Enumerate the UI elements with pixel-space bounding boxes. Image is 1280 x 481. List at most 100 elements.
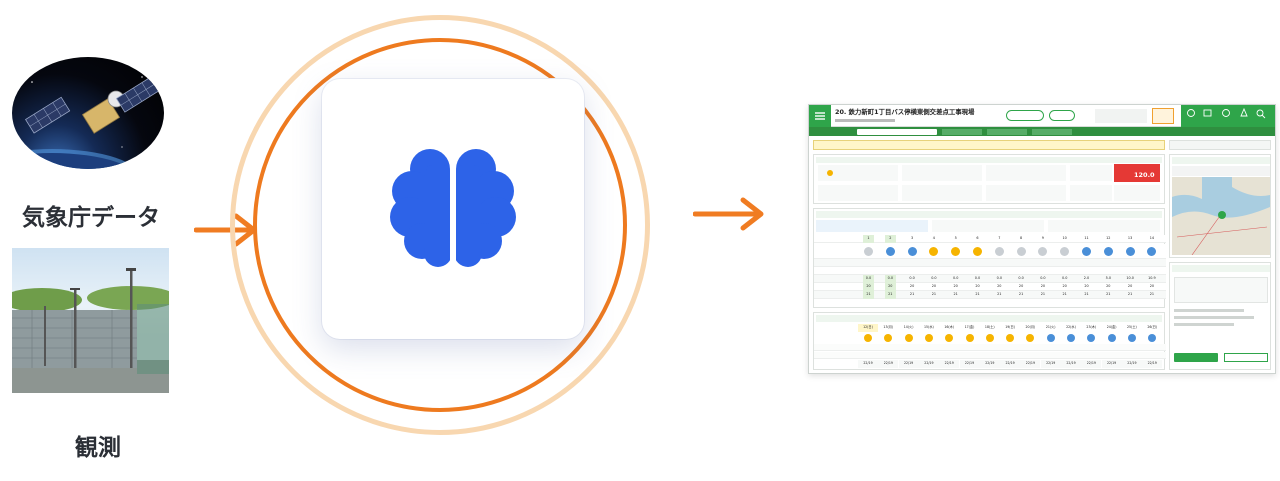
umbrella-icon [1087,334,1096,342]
weekday-cell: 21(火) [1040,324,1061,332]
weekday-cell: 17(金) [959,324,980,332]
value-cell: 0.0 [952,276,959,280]
dashboard-nav [1181,105,1275,127]
sun-icon [985,334,994,342]
weekly-temp-cell: 22/19 [1040,360,1061,368]
value-cell: 20 [931,284,937,288]
weekday-cell: 16(木) [939,324,960,332]
report-panel [1169,262,1271,370]
weekly-temp-cell: 22/19 [858,360,878,368]
cloud-icon [1060,247,1070,256]
radar-panel [1169,154,1271,258]
value-cell: 20 [1018,284,1024,288]
dashboard-title: 20. 鉄力新町1丁目バス停横東側交差点工事現場 [835,108,975,116]
value-cell: 20 [953,284,958,288]
hour-cell: 6 [976,236,979,240]
value-cell: 21 [1149,292,1155,296]
value-cell: 21 [863,291,874,299]
current-conditions-panel: 120.0 [813,154,1165,204]
hour-cell: 5 [954,236,957,240]
hour-cell: 1 [863,235,874,243]
hour-cell: 10 [1062,236,1067,240]
hourly-row [814,244,1166,259]
weekly-temp-cell: 22/19 [979,360,1000,368]
umbrella-icon [1147,247,1157,256]
outer-ring [230,15,650,435]
weekly-temp-cell: 22/19 [939,360,960,368]
weekday-cell: 25(土) [1121,324,1142,332]
umbrella-icon [1046,334,1055,342]
hour-cell: 14 [1149,236,1155,240]
weekly-temp-cell: 22/19 [1101,360,1122,368]
sun-icon [884,334,893,342]
value-cell: 21 [975,292,980,296]
value-cell: 21 [953,292,958,296]
value-cell: 0.0 [931,276,937,280]
hour-cell: 9 [1041,236,1044,240]
value-cell: 0.0 [1061,276,1068,280]
value-cell: 20 [1106,284,1111,288]
alert-strip [813,140,1165,150]
umbrella-icon [1107,334,1116,342]
sun-icon [924,334,933,342]
weekly-row [814,344,1166,351]
value-cell: 5.0 [1105,276,1111,280]
value-cell: 20 [884,283,896,291]
weekly-temp-cell: 22/19 [878,360,899,368]
value-cell: 10.0 [1126,276,1134,280]
hour-cell: 11 [1084,236,1089,240]
sun-icon [929,247,939,256]
warning-value: 120.0 [1134,171,1155,179]
umbrella-icon [1148,334,1157,342]
value-cell: 20 [1040,284,1046,288]
status-pill [1006,110,1044,121]
umbrella-icon [1125,247,1135,256]
weekday-cell: 13(月) [878,324,899,332]
value-cell: 0.0 [996,276,1002,280]
cloud-icon [864,247,873,256]
weekday-cell: 18(土) [979,324,1000,332]
umbrella-icon [1103,247,1113,256]
value-cell: 20 [909,284,915,288]
sun-icon [1026,334,1035,342]
weekly-temp-cell: 22/19 [1020,360,1041,368]
hour-cell: 4 [932,236,935,240]
observation-label: 観測 [75,435,121,461]
sun-icon [945,334,954,342]
weekly-temp-cell: 22/19 [1061,360,1081,368]
cloud-icon [994,247,1004,256]
notice-strip [1169,140,1271,150]
value-cell: 21 [1018,292,1024,296]
hourly-row [814,259,1166,267]
arrow-right-icon [693,197,764,231]
weekday-cell: 23(木) [1081,324,1102,332]
ai-card [322,79,584,339]
umbrella-icon [907,247,917,256]
hour-cell: 13 [1127,236,1133,240]
value-cell: 0.0 [1040,276,1046,280]
dashboard-screenshot: 20. 鉄力新町1丁目バス停横東側交差点工事現場 [808,104,1276,374]
value-cell: 20 [1127,284,1133,288]
hour-cell: 3 [911,236,914,240]
dashboard-toolbar [809,127,1275,136]
value-cell: 0.0 [1018,276,1024,280]
sun-icon [1006,334,1015,342]
hourly-row [814,283,1166,291]
observation-photo [12,248,169,393]
weekly-temp-cell: 22/19 [898,360,919,368]
value-cell: 21 [931,292,937,296]
sun-icon [904,334,913,342]
value-cell: 21 [997,292,1002,296]
dashboard-subtitle-bar [835,119,895,122]
dashboard-header: 20. 鉄力新町1丁目バス停横東側交差点工事現場 [809,105,1275,127]
umbrella-icon [1127,334,1136,342]
value-cell: 20 [975,284,980,288]
value-cell: 0.0 [909,276,915,280]
umbrella-icon [885,247,895,256]
hour-cell: 8 [1020,236,1023,240]
sun-icon [973,247,982,256]
